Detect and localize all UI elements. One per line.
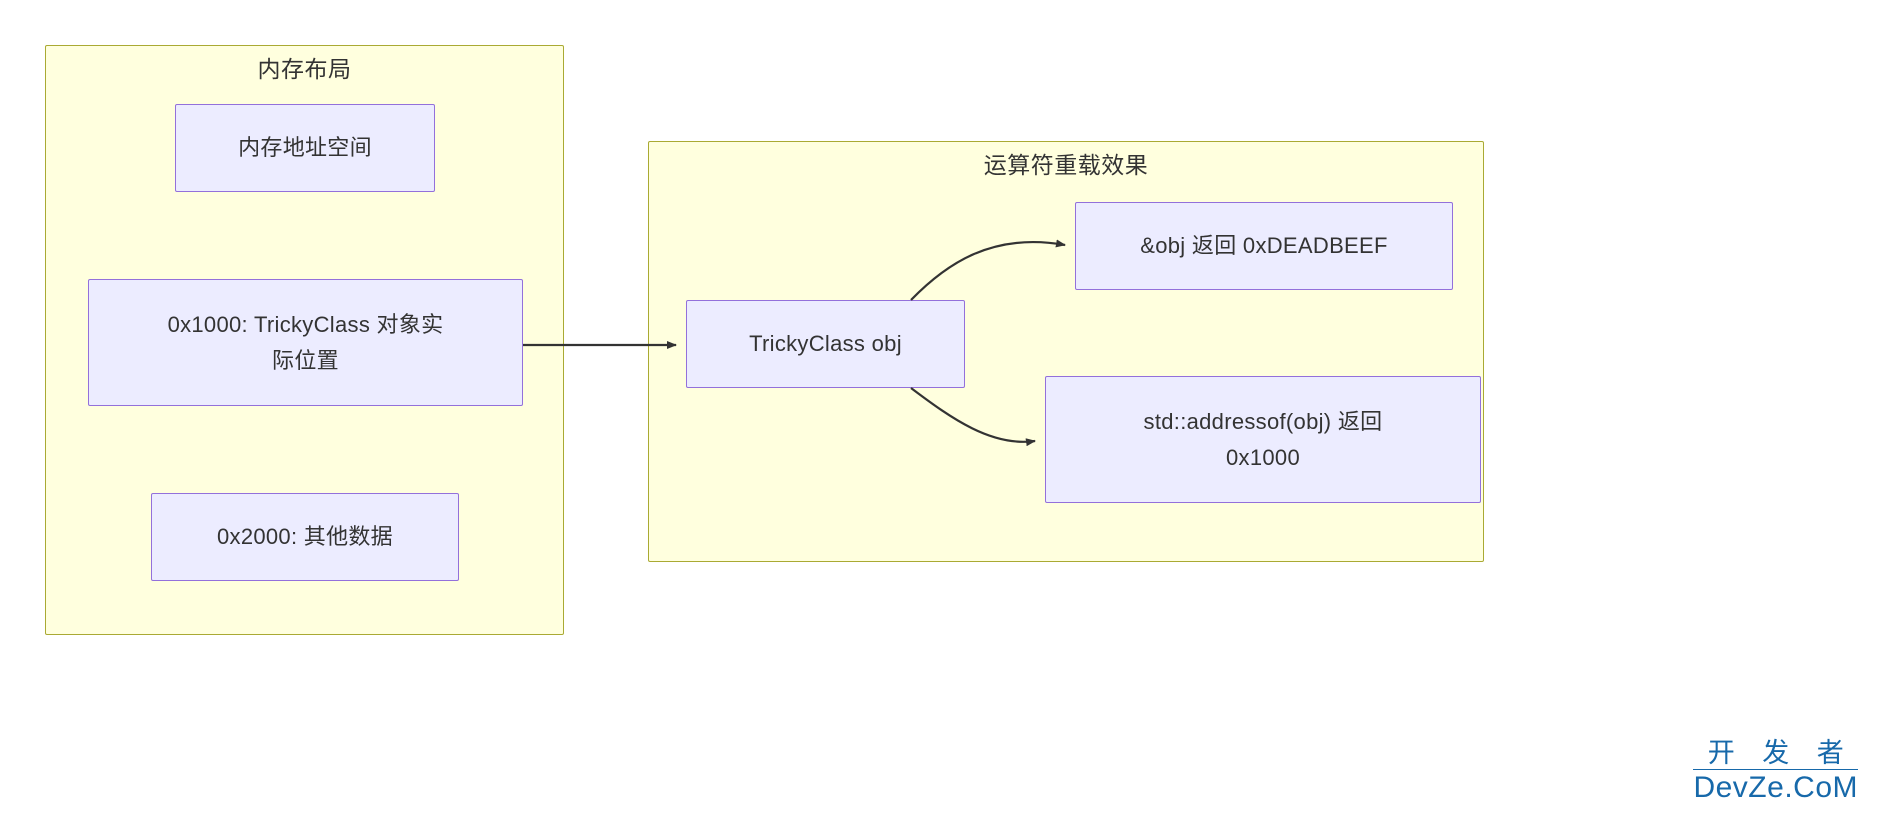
cluster-operator-overload-title: 运算符重载效果 [983,152,1149,178]
node-tricky-object-label: 0x1000: TrickyClass 对象实 际位置 [167,311,444,373]
node-address-space[interactable]: 内存地址空间 [175,104,435,192]
node-obj-instance-label: TrickyClass obj [749,331,902,356]
watermark-en: DevZe.CoM [1693,771,1858,804]
node-address-space-label: 内存地址空间 [238,135,372,160]
watermark: 开 发 者 DevZe.CoM [1693,737,1858,806]
node-amp-obj[interactable]: &obj 返回 0xDEADBEEF [1075,202,1453,290]
node-obj-instance[interactable]: TrickyClass obj [686,300,965,388]
node-other-data-label: 0x2000: 其他数据 [216,524,393,549]
node-amp-obj-label: &obj 返回 0xDEADBEEF [1140,233,1388,258]
node-other-data[interactable]: 0x2000: 其他数据 [151,493,459,581]
node-tricky-object[interactable]: 0x1000: TrickyClass 对象实 际位置 [88,279,523,406]
node-addressof-label: std::addressof(obj) 返回 0x1000 [1143,408,1383,470]
node-addressof[interactable]: std::addressof(obj) 返回 0x1000 [1045,376,1481,503]
watermark-cn: 开 发 者 [1693,737,1858,770]
cluster-memory-layout-title: 内存布局 [257,56,352,82]
